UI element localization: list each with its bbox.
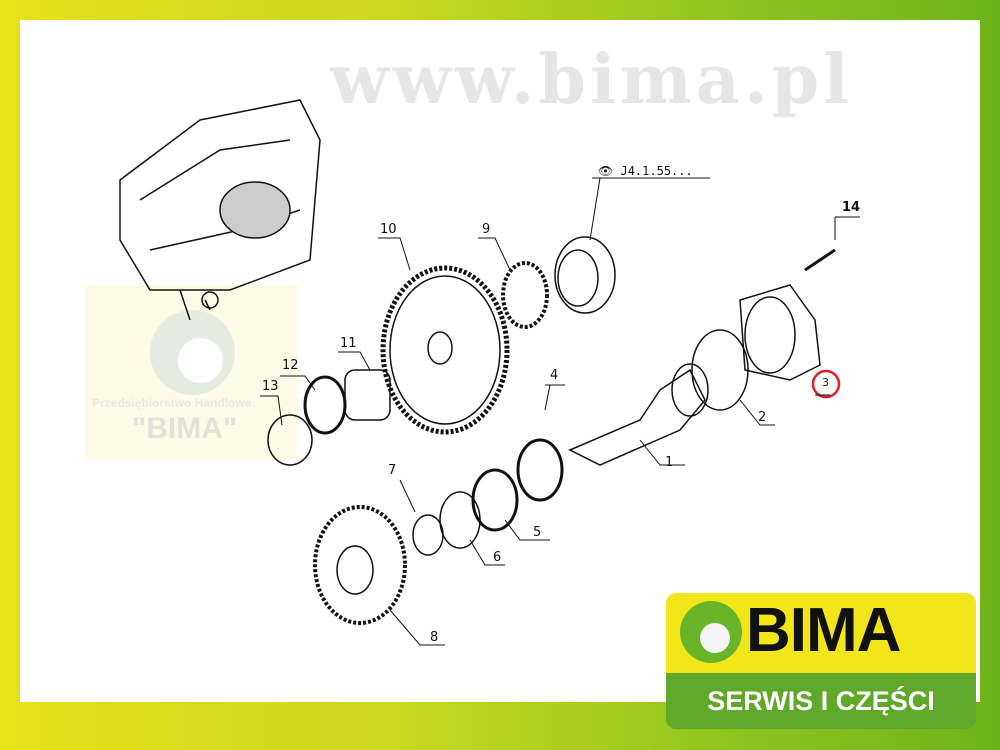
o-ring-2 (691, 329, 749, 411)
housing-sketch (119, 99, 321, 321)
ring-7 (412, 514, 444, 556)
part-label-4[interactable]: 4 (550, 368, 559, 383)
gear-8 (313, 505, 407, 625)
watermark-name: "BIMA" (132, 412, 238, 445)
reference-code: J4.1.55... (620, 164, 693, 178)
part-label-7[interactable]: 7 (388, 463, 397, 478)
ring-6 (439, 491, 481, 549)
cap-13 (267, 414, 313, 466)
bushing-11 (344, 369, 391, 421)
part-label-12[interactable]: 12 (282, 358, 299, 373)
bearing-4 (516, 438, 564, 502)
part-label-10[interactable]: 10 (380, 222, 397, 237)
watermark-url: www.bima.pl (330, 40, 853, 120)
watermark-logo-ball-icon (178, 338, 223, 383)
logo-name: BIMA (746, 596, 901, 665)
bearing-5 (471, 468, 519, 532)
gear-9 (501, 261, 549, 329)
watermark-company: Przedsiębiorstwo Handlowe (92, 396, 252, 410)
bearing-12 (303, 375, 347, 435)
shaft-1 (568, 363, 709, 466)
part-label-13[interactable]: 13 (262, 379, 279, 394)
part-label-14[interactable]: 14 (842, 200, 861, 215)
bima-logo: BIMA SERWIS I CZĘŚCI (666, 593, 976, 733)
part-label-3[interactable]: 3 (822, 376, 829, 389)
part-label-6[interactable]: 6 (493, 550, 502, 565)
part-label-11[interactable]: 11 (340, 336, 357, 351)
sleeve-part (554, 236, 616, 314)
leader-lines (260, 177, 860, 646)
part-label-8[interactable]: 8 (430, 630, 439, 645)
part-label-9[interactable]: 9 (482, 222, 491, 237)
eye-icon: 👁 (598, 164, 614, 178)
part-label-2[interactable]: 2 (758, 410, 767, 425)
part-label-5[interactable]: 5 (533, 525, 542, 540)
highlight-circle-3 (811, 369, 841, 399)
logo-tagline: SERWIS I CZĘŚCI (666, 673, 976, 729)
logo-ball-highlight-icon (700, 623, 730, 653)
part-label-1[interactable]: 1 (665, 455, 674, 470)
gear-10 (380, 265, 510, 435)
reference-note: 👁 J4.1.55... (598, 164, 693, 178)
cover-3 (739, 284, 821, 381)
bolt-14 (804, 248, 836, 272)
